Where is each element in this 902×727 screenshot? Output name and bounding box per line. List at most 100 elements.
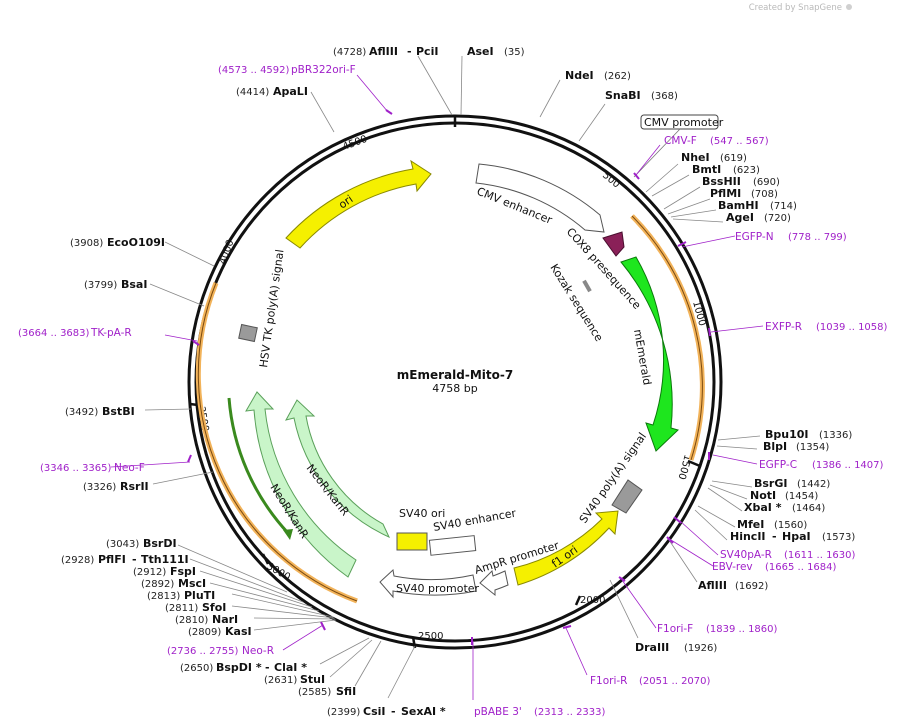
enzyme-pluti-name[interactable]: PluTI (184, 589, 215, 602)
cmv-promoter-leader (633, 128, 681, 178)
enzyme-pflmi-name[interactable]: PflMI (710, 187, 741, 200)
primer-f1orif-name[interactable]: F1ori-F (657, 623, 693, 635)
primer-ebvrev-name[interactable]: EBV-rev (712, 561, 753, 573)
enzyme-rsrii-name[interactable]: RsrII (120, 480, 149, 493)
enzyme-snabi-pos: (368) (651, 91, 678, 102)
primer-neor-range: (2736 .. 2755) (167, 646, 239, 657)
enzyme-bspdi-pos: (2650) (180, 663, 213, 674)
enzyme-fspi-name[interactable]: FspI (170, 565, 196, 578)
enzyme-asei-name[interactable]: AseI (467, 45, 494, 58)
enzyme-sfii-name[interactable]: SfiI (336, 685, 356, 698)
enzyme-draiii-pos: (1926) (684, 643, 717, 654)
enzyme-ecoo109i-name[interactable]: EcoO109I (107, 236, 165, 249)
kozak-label: Kozak sequence (547, 262, 605, 344)
enzyme-bsai-pos: (3799) (84, 280, 117, 291)
enzyme-stui-name[interactable]: StuI (300, 673, 325, 686)
sv40-enhancer-box (428, 535, 477, 556)
enzyme-agei-pos: (720) (764, 213, 791, 224)
enzyme-ndei-name[interactable]: NdeI (565, 69, 594, 82)
enzyme-csii-pos: (2399) (327, 707, 360, 718)
enzyme-ndei-pos: (262) (604, 71, 631, 82)
primer-exfpr-name[interactable]: EXFP-R (765, 321, 802, 333)
orange-arc-neor-core (197, 282, 358, 602)
tick-2000: 2000 (580, 595, 605, 606)
enzyme-msci-name[interactable]: MscI (178, 577, 206, 590)
primer-egfpc-name[interactable]: EGFP-C (759, 459, 797, 471)
enzyme-draiii-name[interactable]: DraIII (635, 641, 669, 654)
enzyme-noti-name[interactable]: NotI (750, 489, 776, 502)
enzyme-kasi-pos: (2809) (188, 627, 221, 638)
enzyme-pcii-name[interactable]: PciI (416, 45, 438, 58)
enzyme-bsrdi-name[interactable]: BsrDI (143, 537, 177, 550)
enzyme-blpi-name[interactable]: BlpI (763, 440, 787, 453)
enzyme-kasi-name[interactable]: KasI (225, 625, 252, 638)
enzyme-sep-csii: - (391, 705, 396, 718)
primer-neor-name[interactable]: Neo-R (242, 645, 274, 657)
enzyme-apali-name[interactable]: ApaLI (273, 85, 308, 98)
enzyme-stui-pos: (2631) (264, 675, 297, 686)
enzyme-leader-lines (144, 55, 761, 699)
enzyme-nhei-pos: (619) (720, 153, 747, 164)
enzyme-bsai-name[interactable]: BsaI (121, 278, 147, 291)
enzyme-afliii2-name[interactable]: AflIII (698, 579, 727, 592)
enzyme-xbai-name[interactable]: XbaI * (744, 501, 782, 514)
enzyme-bmti-name[interactable]: BmtI (692, 163, 721, 176)
enzyme-tth111i-name[interactable]: Tth111I (141, 553, 189, 566)
enzyme-clai-name[interactable]: ClaI * (274, 661, 307, 674)
memerald-label: mEmerald (631, 328, 654, 386)
enzyme-sexai-name[interactable]: SexAI * (401, 705, 446, 718)
enzyme-bamhi-name[interactable]: BamHI (718, 199, 759, 212)
enzyme-fspi-pos: (2912) (133, 567, 166, 578)
primer-pbr322-name[interactable]: pBR322ori-F (291, 64, 356, 76)
enzyme-hpai-name[interactable]: HpaI (782, 530, 811, 543)
primer-ticks (187, 109, 711, 645)
enzyme-pflfi-pos: (2928) (61, 555, 94, 566)
enzyme-bpu10i-name[interactable]: Bpu10I (765, 428, 809, 441)
snapgene-logo (846, 4, 852, 10)
primer-tkpar-range: (3664 .. 3683) (18, 328, 90, 339)
enzyme-bstbi-pos: (3492) (65, 407, 98, 418)
enzyme-bstbi-name[interactable]: BstBI (102, 405, 135, 418)
cmv-enhancer-arrow (475, 163, 605, 233)
kozak-marker (582, 279, 592, 293)
enzyme-snabi-name[interactable]: SnaBI (605, 89, 641, 102)
primer-pbr322-range: (4573 .. 4592) (218, 65, 290, 76)
enzyme-csii-name[interactable]: CsiI (363, 705, 385, 718)
sv40-ori-box (396, 532, 428, 551)
neo-thin-arrow (227, 397, 290, 535)
enzyme-sfoi-name[interactable]: SfoI (202, 601, 226, 614)
primer-egfpn-name[interactable]: EGFP-N (735, 231, 774, 243)
enzyme-hincii-name[interactable]: HincII (730, 530, 766, 543)
neor-inner-arrow (285, 399, 391, 539)
enzyme-agei-name[interactable]: AgeI (726, 211, 754, 224)
enzyme-nari-pos: (2810) (175, 615, 208, 626)
enzyme-apali-pos: (4414) (236, 87, 269, 98)
primer-f1orir-name[interactable]: F1ori-R (590, 675, 627, 687)
sv40-promoter-arrow (379, 569, 477, 599)
enzyme-pflfi-name[interactable]: PflFI (98, 553, 126, 566)
primer-pbabe-name[interactable]: pBABE 3' (474, 706, 522, 718)
primer-sv40par-name[interactable]: SV40pA-R (720, 549, 772, 561)
ampr-promoter-arrow (479, 569, 509, 597)
primer-ebvrev-range: (1665 .. 1684) (765, 562, 837, 573)
primer-neof-name[interactable]: Neo-F (114, 462, 145, 474)
tick-4000: 4000 (217, 238, 236, 266)
enzyme-mfei-name[interactable]: MfeI (737, 518, 764, 531)
enzyme-bsshii-pos: (690) (753, 177, 780, 188)
enzyme-bpu10i-pos: (1336) (819, 430, 852, 441)
primer-cmvf-name[interactable]: CMV-F (664, 135, 697, 147)
enzyme-bsrgi-name[interactable]: BsrGI (754, 477, 787, 490)
enzyme-nhei-name[interactable]: NheI (681, 151, 710, 164)
primer-tkpar-name[interactable]: TK-pA-R (90, 327, 132, 339)
primer-leader-lines (110, 74, 764, 700)
enzyme-bspdi-name[interactable]: BspDI * (216, 661, 262, 674)
enzyme-blpi-pos: (1354) (796, 442, 829, 453)
primer-sv40par-range: (1611 .. 1630) (784, 550, 856, 561)
enzyme-bamhi-pos: (714) (770, 201, 797, 212)
enzyme-afliii-name[interactable]: AflIII (369, 45, 398, 58)
primer-f1orir-range: (2051 .. 2070) (639, 676, 711, 687)
enzyme-bsshii-name[interactable]: BssHII (702, 175, 741, 188)
neo-thin-arrowhead (283, 529, 293, 540)
enzyme-nari-name[interactable]: NarI (212, 613, 238, 626)
